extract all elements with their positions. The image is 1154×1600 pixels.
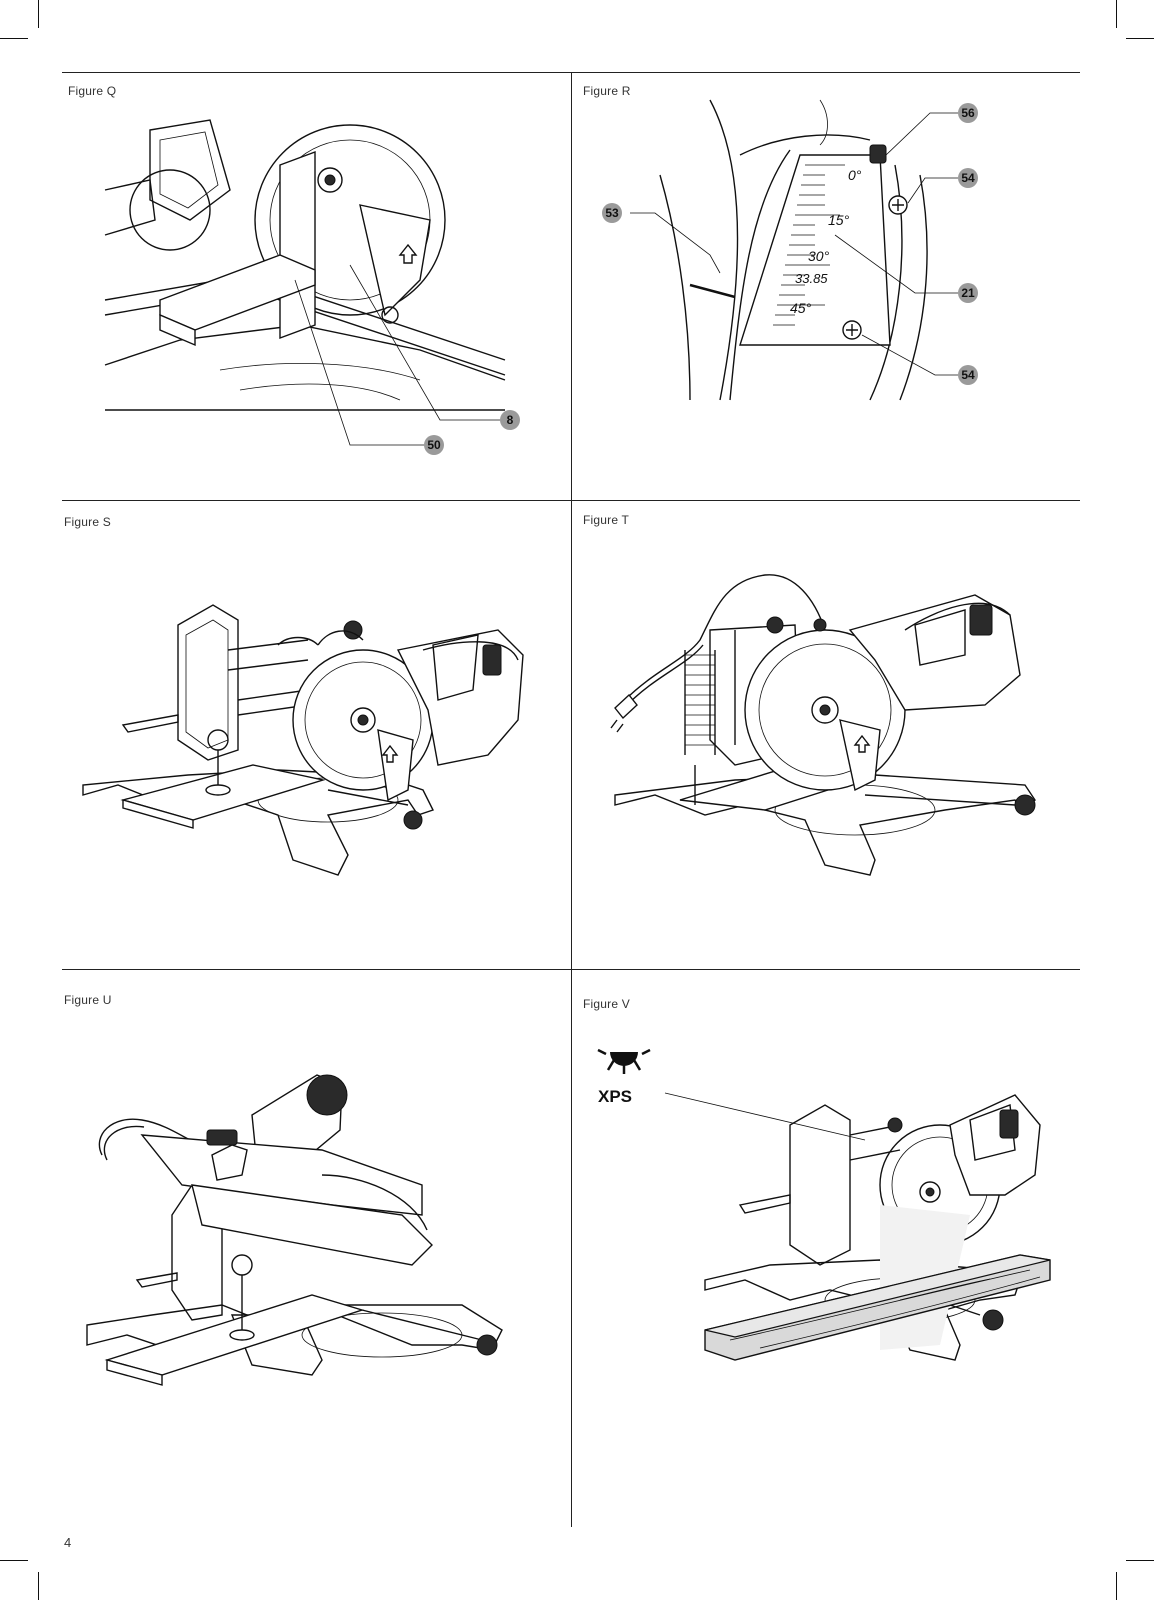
crop-mark	[1126, 1560, 1154, 1561]
callout-54-upper: 54	[958, 168, 978, 188]
bevel-scale-label-30: 30°	[808, 248, 830, 264]
callout-50: 50	[424, 435, 444, 455]
crop-mark	[0, 38, 28, 39]
figure-r-caption: Figure R	[583, 84, 631, 98]
bevel-scale-label-15: 15°	[828, 212, 850, 228]
crop-mark	[1116, 0, 1117, 28]
figure-v-illustration	[664, 1092, 1051, 1361]
bevel-scale-ticks	[773, 164, 845, 326]
callout-53: 53	[602, 203, 622, 223]
figure-v-caption: Figure V	[583, 997, 630, 1011]
crop-mark	[1126, 38, 1154, 39]
svg-text:50: 50	[427, 438, 441, 452]
page-number: 4	[64, 1535, 72, 1550]
crop-mark	[38, 0, 39, 28]
bevel-scale-label-0: 0°	[848, 167, 862, 183]
figure-u-caption: Figure U	[64, 993, 112, 1007]
xps-label: XPS	[598, 1087, 633, 1106]
callout-21: 21	[958, 283, 978, 303]
callout-54-lower: 54	[958, 365, 978, 385]
figure-u-illustration	[86, 1074, 503, 1386]
svg-text:8: 8	[507, 413, 514, 427]
figure-r-illustration: 0° 15° 30° 33.85 45° 56 54 53 21 54	[602, 99, 978, 401]
figure-s-caption: Figure S	[64, 515, 111, 529]
crop-mark	[1116, 1572, 1117, 1600]
svg-text:56: 56	[961, 106, 975, 120]
xps-light-icon	[597, 1048, 651, 1074]
callout-8: 8	[500, 410, 520, 430]
figure-q-illustration: 8 50	[104, 119, 520, 455]
figure-t-caption: Figure T	[583, 513, 630, 527]
bevel-scale-label-45: 45°	[790, 300, 812, 316]
crop-mark	[0, 1560, 28, 1561]
column-divider	[571, 72, 572, 1527]
svg-text:53: 53	[605, 206, 619, 220]
callout-56: 56	[958, 103, 978, 123]
svg-text:54: 54	[961, 368, 975, 382]
svg-text:21: 21	[961, 286, 975, 300]
figure-s-illustration	[82, 604, 524, 876]
bevel-scale-label-33-85: 33.85	[795, 271, 828, 286]
svg-text:54: 54	[961, 171, 975, 185]
figure-q-caption: Figure Q	[68, 84, 117, 98]
crop-mark	[38, 1572, 39, 1600]
figure-t-illustration	[610, 574, 1036, 876]
